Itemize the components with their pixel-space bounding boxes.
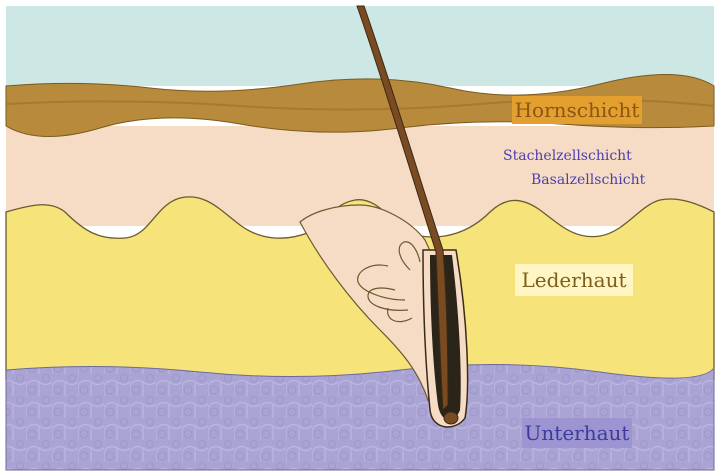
unterhaut-label: Unterhaut	[522, 418, 632, 448]
hornschicht-label: Hornschicht	[512, 96, 642, 124]
air-region	[6, 6, 714, 86]
lederhaut-label: Lederhaut	[515, 264, 633, 296]
basalzellschicht-label: Basalzellschicht	[531, 172, 645, 188]
hair-bulb	[444, 412, 458, 424]
stachelzellschicht-label: Stachelzellschicht	[503, 148, 632, 164]
